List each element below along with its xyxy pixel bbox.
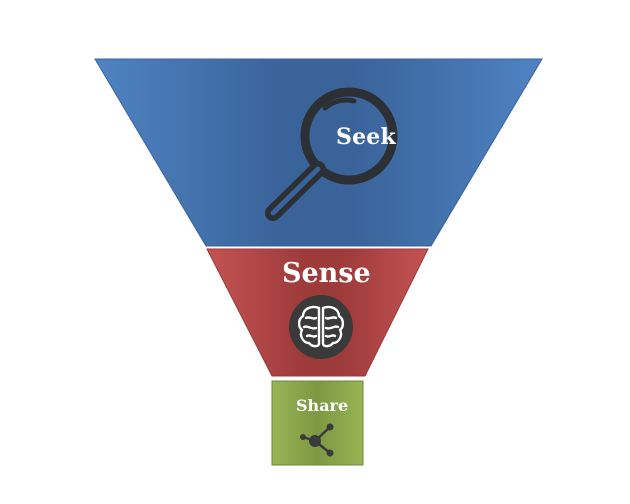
seek-label: Seek	[336, 124, 396, 150]
share-label: Share	[296, 396, 349, 415]
magnifying-glass-icon	[265, 87, 398, 221]
brain-icon	[289, 295, 353, 359]
seek-stage-shape	[94, 58, 543, 247]
share-stage-shape	[271, 380, 364, 466]
sense-label: Sense	[282, 258, 371, 289]
share-nodes-icon	[300, 423, 334, 457]
